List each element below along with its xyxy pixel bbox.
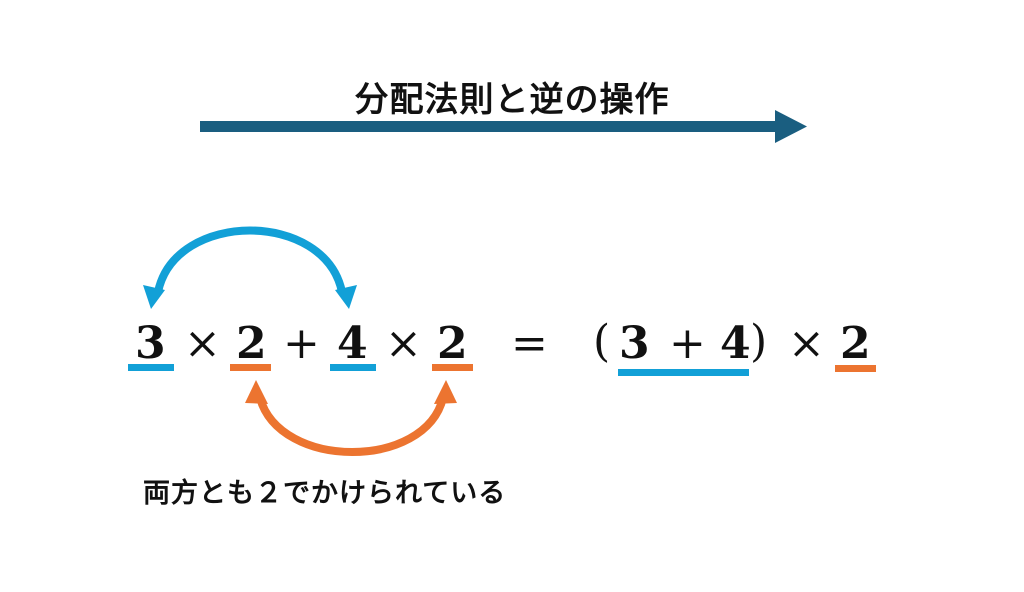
close-paren: ) <box>750 316 768 367</box>
caption: 両方とも２でかけられている <box>143 478 507 509</box>
underline-4-left <box>330 364 376 371</box>
number-4: 4 <box>720 318 751 369</box>
number-4: 4 <box>337 318 368 369</box>
underline-3-plus-4 <box>618 369 749 376</box>
number-3: 3 <box>619 318 650 369</box>
underline-2-right <box>835 365 876 372</box>
underline-2-first <box>230 364 271 371</box>
plus-sign: + <box>669 318 706 369</box>
underline-3-left <box>128 364 174 371</box>
diagram-title: 分配法則と逆の操作 <box>354 80 670 120</box>
number-3: 3 <box>135 318 166 369</box>
equals-sign: = <box>511 318 548 369</box>
orange-double-arrow-icon <box>245 380 457 456</box>
times-sign: × <box>788 318 825 369</box>
times-sign: × <box>184 318 221 369</box>
plus-sign: + <box>283 318 320 369</box>
number-2: 2 <box>437 318 468 369</box>
number-2: 2 <box>236 318 267 369</box>
underline-2-second <box>432 364 473 371</box>
blue-double-arrow-icon <box>143 226 357 309</box>
number-2: 2 <box>840 318 871 369</box>
times-sign: × <box>385 318 422 369</box>
open-paren: ( <box>593 316 611 367</box>
right-arrow-icon <box>200 110 807 143</box>
